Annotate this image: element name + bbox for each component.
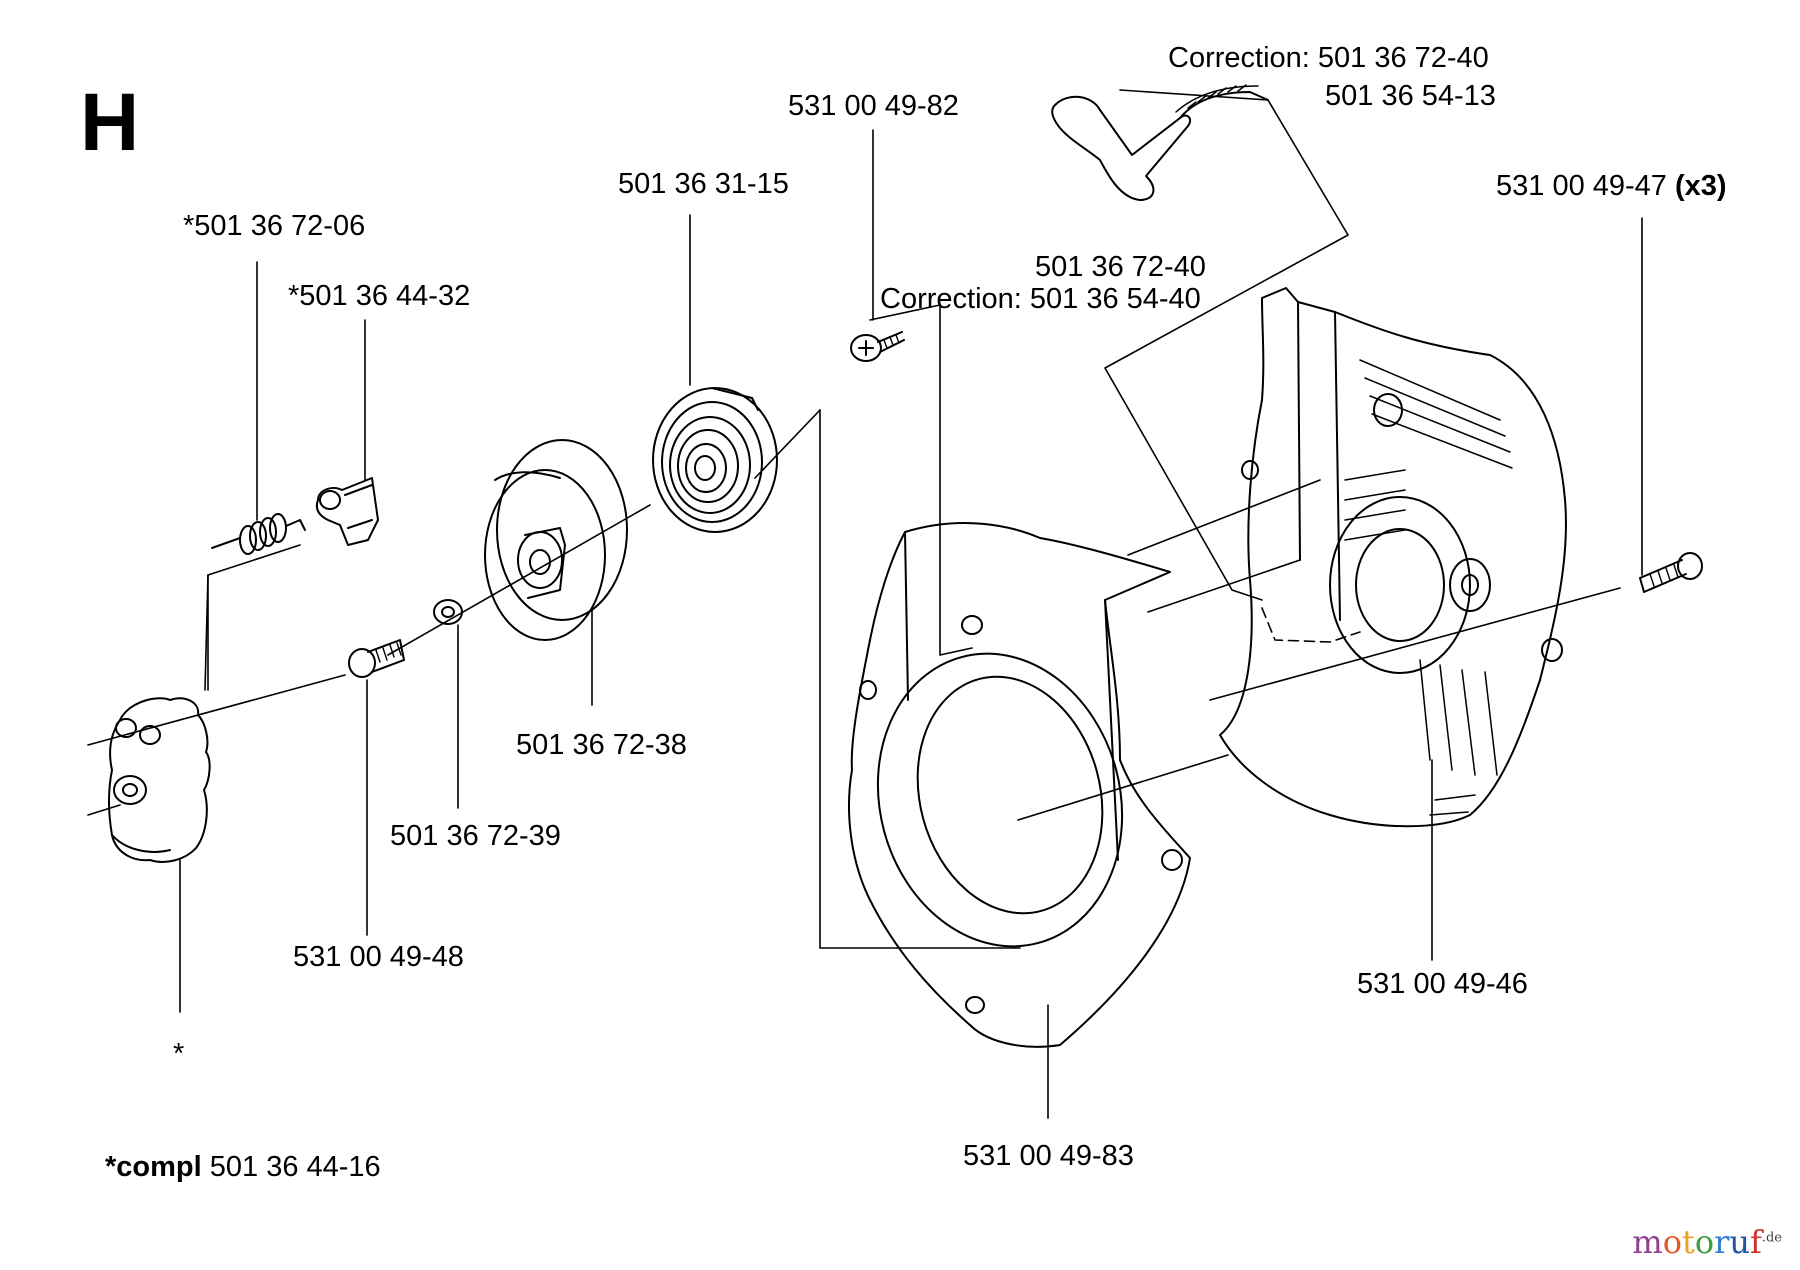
brand-suffix: .de <box>1761 1230 1782 1246</box>
label-screw-47-number: 531 00 49-47 <box>1496 170 1667 202</box>
screw-48-icon <box>348 639 405 678</box>
starter-handle-icon <box>1051 84 1269 201</box>
leader-lines <box>87 89 1643 1119</box>
starter-housing-icon <box>1219 287 1567 828</box>
pawl-carrier-icon <box>108 697 211 863</box>
brand-letter: f <box>1750 1223 1762 1261</box>
rope-pulley-icon <box>484 439 628 641</box>
label-screw-47-qty: (x3) <box>1675 170 1727 202</box>
pawl-spring-icon <box>211 513 306 555</box>
label-housing-531-00-49-46: 531 00 49-46 <box>1357 968 1528 1000</box>
label-screw-531-00-49-48: 531 00 49-48 <box>293 941 464 973</box>
fan-cover-icon <box>848 522 1191 1048</box>
brand-letter: m <box>1632 1223 1663 1261</box>
label-handle-501-36-72-40: 501 36 72-40 <box>1035 251 1206 283</box>
label-screw-531-00-49-47: 531 00 49-47 (x3) <box>1496 172 1727 201</box>
label-spring-501-36-72-06: *501 36 72-06 <box>183 210 366 242</box>
label-spring-501-36-31-15: 501 36 31-15 <box>618 168 789 200</box>
watermark-logo: motoruf.de <box>1632 1226 1782 1258</box>
brand-letter: u <box>1729 1223 1750 1261</box>
label-correction-top: Correction: 501 36 72-40 <box>1168 42 1489 74</box>
label-correction-mid: Correction: 501 36 54-40 <box>880 283 1201 315</box>
label-cover-531-00-49-83: 531 00 49-83 <box>963 1140 1134 1172</box>
label-screw-531-00-49-82: 531 00 49-82 <box>788 90 959 122</box>
label-rope-501-36-54-13: 501 36 54-13 <box>1325 80 1496 112</box>
brand-letter: r <box>1714 1223 1730 1261</box>
washer-39-icon <box>433 599 463 625</box>
label-compl-prefix: *compl <box>105 1151 202 1183</box>
label-compl-number: 501 36 44-16 <box>209 1151 381 1183</box>
label-pulley-501-36-72-38: 501 36 72-38 <box>516 729 687 761</box>
brand-letter: t <box>1681 1223 1695 1261</box>
label-pawl-501-36-44-32: *501 36 44-32 <box>288 280 471 312</box>
pawl-icon <box>315 477 379 546</box>
label-compl: *compl 501 36 44-16 <box>105 1153 381 1182</box>
section-letter: H <box>80 77 140 168</box>
brand-letter: o <box>1694 1223 1715 1261</box>
label-washer-501-36-72-39: 501 36 72-39 <box>390 820 561 852</box>
screw-47-icon <box>1639 552 1703 593</box>
brand-letter: o <box>1662 1223 1682 1261</box>
recoil-spring-icon <box>652 387 778 533</box>
screw-82-icon <box>850 331 905 362</box>
label-star: * <box>173 1038 185 1070</box>
